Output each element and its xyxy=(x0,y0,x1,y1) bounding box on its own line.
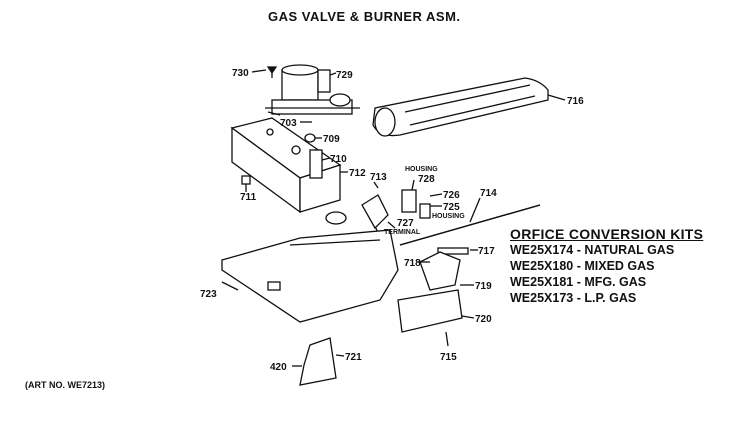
part-711-clip xyxy=(241,175,251,185)
kit-item: WE25X181 - MFG. GAS xyxy=(510,275,647,289)
callout-719: 719 xyxy=(475,281,492,292)
callout-713: 713 xyxy=(370,172,387,183)
callout-712: 712 xyxy=(349,168,366,179)
part-726-housing xyxy=(401,189,431,219)
label-housing-side: HOUSING xyxy=(432,213,465,220)
callout-721: 721 xyxy=(345,352,362,363)
callout-728: 728 xyxy=(418,174,435,185)
part-714-tube xyxy=(399,204,541,246)
callout-730: 730 xyxy=(232,68,249,79)
part-730-screw xyxy=(266,66,278,78)
part-718-bracket xyxy=(419,251,461,291)
callout-729: 729 xyxy=(336,70,353,81)
part-729-valve xyxy=(265,64,360,116)
callout-716: 716 xyxy=(567,96,584,107)
leader-lines xyxy=(221,69,566,367)
kit-item: WE25X174 - NATURAL GAS xyxy=(510,243,675,257)
part-720-shield xyxy=(397,289,463,333)
callout-727: 727 xyxy=(397,218,414,229)
part-717-spreader xyxy=(437,247,469,255)
callout-710: 710 xyxy=(330,154,347,165)
orifice-kits-panel: ORFICE CONVERSION KITS WE25X174 - NATURA… xyxy=(510,226,703,306)
part-721-bracket xyxy=(299,337,337,386)
callout-711: 711 xyxy=(240,192,257,203)
kit-item: WE25X180 - MIXED GAS xyxy=(510,259,655,273)
part-712-manifold xyxy=(230,117,347,225)
callout-725: 725 xyxy=(443,202,460,213)
kits-heading: ORFICE CONVERSION KITS xyxy=(510,226,704,242)
art-number: (ART NO. WE7213) xyxy=(25,380,106,390)
kit-item: WE25X173 - L.P. GAS xyxy=(510,291,637,305)
callout-709: 709 xyxy=(323,134,340,145)
callout-726: 726 xyxy=(443,190,460,201)
part-709-fitting xyxy=(304,133,316,143)
label-housing-top: HOUSING xyxy=(405,166,438,173)
part-716-burner xyxy=(372,77,549,137)
callout-718: 718 xyxy=(404,258,421,269)
callout-703: 703 xyxy=(280,118,297,129)
callout-420: 420 xyxy=(270,362,287,373)
callout-720: 720 xyxy=(475,314,492,325)
callout-723: 723 xyxy=(200,289,217,300)
diagram-title: GAS VALVE & BURNER ASM. xyxy=(268,9,461,24)
callout-717: 717 xyxy=(478,246,495,257)
part-723-plate xyxy=(221,229,399,323)
label-terminal: TERMINAL xyxy=(384,229,421,236)
callout-715: 715 xyxy=(440,352,457,363)
callout-714: 714 xyxy=(480,188,497,199)
